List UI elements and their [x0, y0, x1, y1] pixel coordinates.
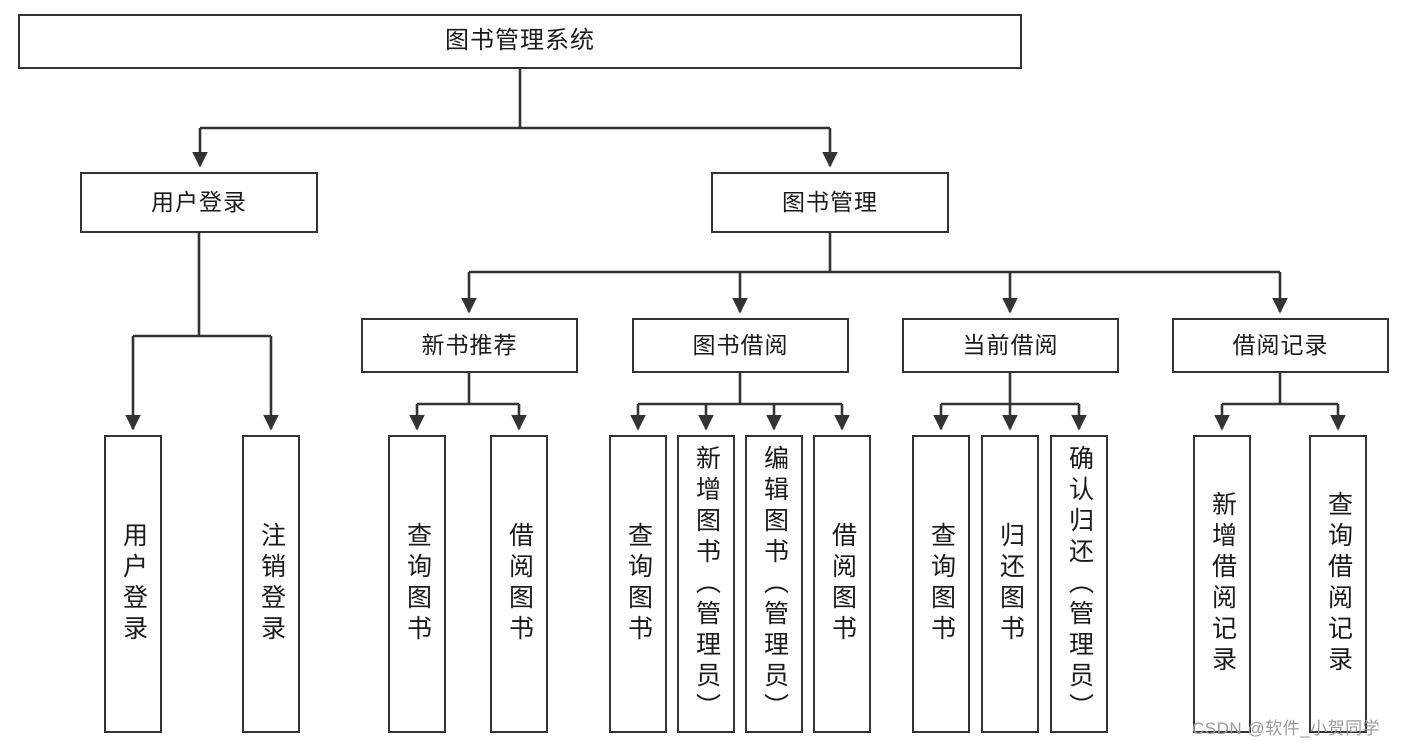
node-leaf-logout[interactable]: 注销登录 — [242, 435, 300, 733]
node-label: 当前借阅 — [962, 331, 1059, 358]
node-book-management[interactable]: 图书管理 — [711, 172, 949, 233]
node-leaf-return-book[interactable]: 归还图书 — [981, 435, 1039, 733]
node-label: 查询借阅记录 — [1324, 491, 1353, 677]
node-leaf-user-login[interactable]: 用户登录 — [104, 435, 162, 733]
node-new-book-recommend[interactable]: 新书推荐 — [361, 318, 578, 373]
node-book-borrow[interactable]: 图书借阅 — [632, 318, 849, 373]
node-leaf-query-book-borrow[interactable]: 查询图书 — [609, 435, 667, 733]
node-label: 归还图书 — [996, 522, 1025, 646]
node-leaf-borrow-book[interactable]: 借阅图书 — [813, 435, 871, 733]
node-user-login[interactable]: 用户登录 — [80, 172, 318, 233]
node-leaf-confirm-return-admin[interactable]: 确认归还（管理员） — [1050, 435, 1108, 733]
node-label: 借阅图书 — [505, 522, 534, 646]
node-label: 用户登录 — [151, 188, 247, 215]
node-borrow-record[interactable]: 借阅记录 — [1172, 318, 1389, 373]
node-leaf-borrow-book-recommend[interactable]: 借阅图书 — [490, 435, 548, 733]
node-label: 借阅图书 — [828, 522, 857, 646]
node-label: 编辑图书（管理员） — [760, 444, 789, 724]
node-label: 图书管理系统 — [445, 27, 595, 55]
node-label: 用户登录 — [119, 522, 148, 646]
node-label: 确认归还（管理员） — [1065, 444, 1094, 724]
node-label: 查询图书 — [624, 522, 653, 646]
node-label: 新书推荐 — [421, 331, 518, 358]
node-label: 新增借阅记录 — [1208, 491, 1237, 677]
node-label: 图书管理 — [782, 188, 878, 215]
node-leaf-query-borrow-record[interactable]: 查询借阅记录 — [1309, 435, 1367, 733]
node-label: 图书借阅 — [692, 331, 789, 358]
node-root-system[interactable]: 图书管理系统 — [18, 14, 1022, 69]
node-leaf-add-book-admin[interactable]: 新增图书（管理员） — [677, 435, 735, 733]
node-label: 注销登录 — [257, 522, 286, 646]
node-leaf-add-borrow-record[interactable]: 新增借阅记录 — [1193, 435, 1251, 733]
node-label: 借阅记录 — [1232, 331, 1329, 358]
node-leaf-query-book-current[interactable]: 查询图书 — [912, 435, 970, 733]
node-label: 新增图书（管理员） — [692, 444, 721, 724]
node-leaf-edit-book-admin[interactable]: 编辑图书（管理员） — [745, 435, 803, 733]
node-current-borrow[interactable]: 当前借阅 — [902, 318, 1119, 373]
node-label: 查询图书 — [927, 522, 956, 646]
csdn-watermark: CSDN @软件_小贺同学 — [1192, 719, 1381, 738]
node-leaf-query-book-recommend[interactable]: 查询图书 — [388, 435, 446, 733]
node-label: 查询图书 — [403, 522, 432, 646]
